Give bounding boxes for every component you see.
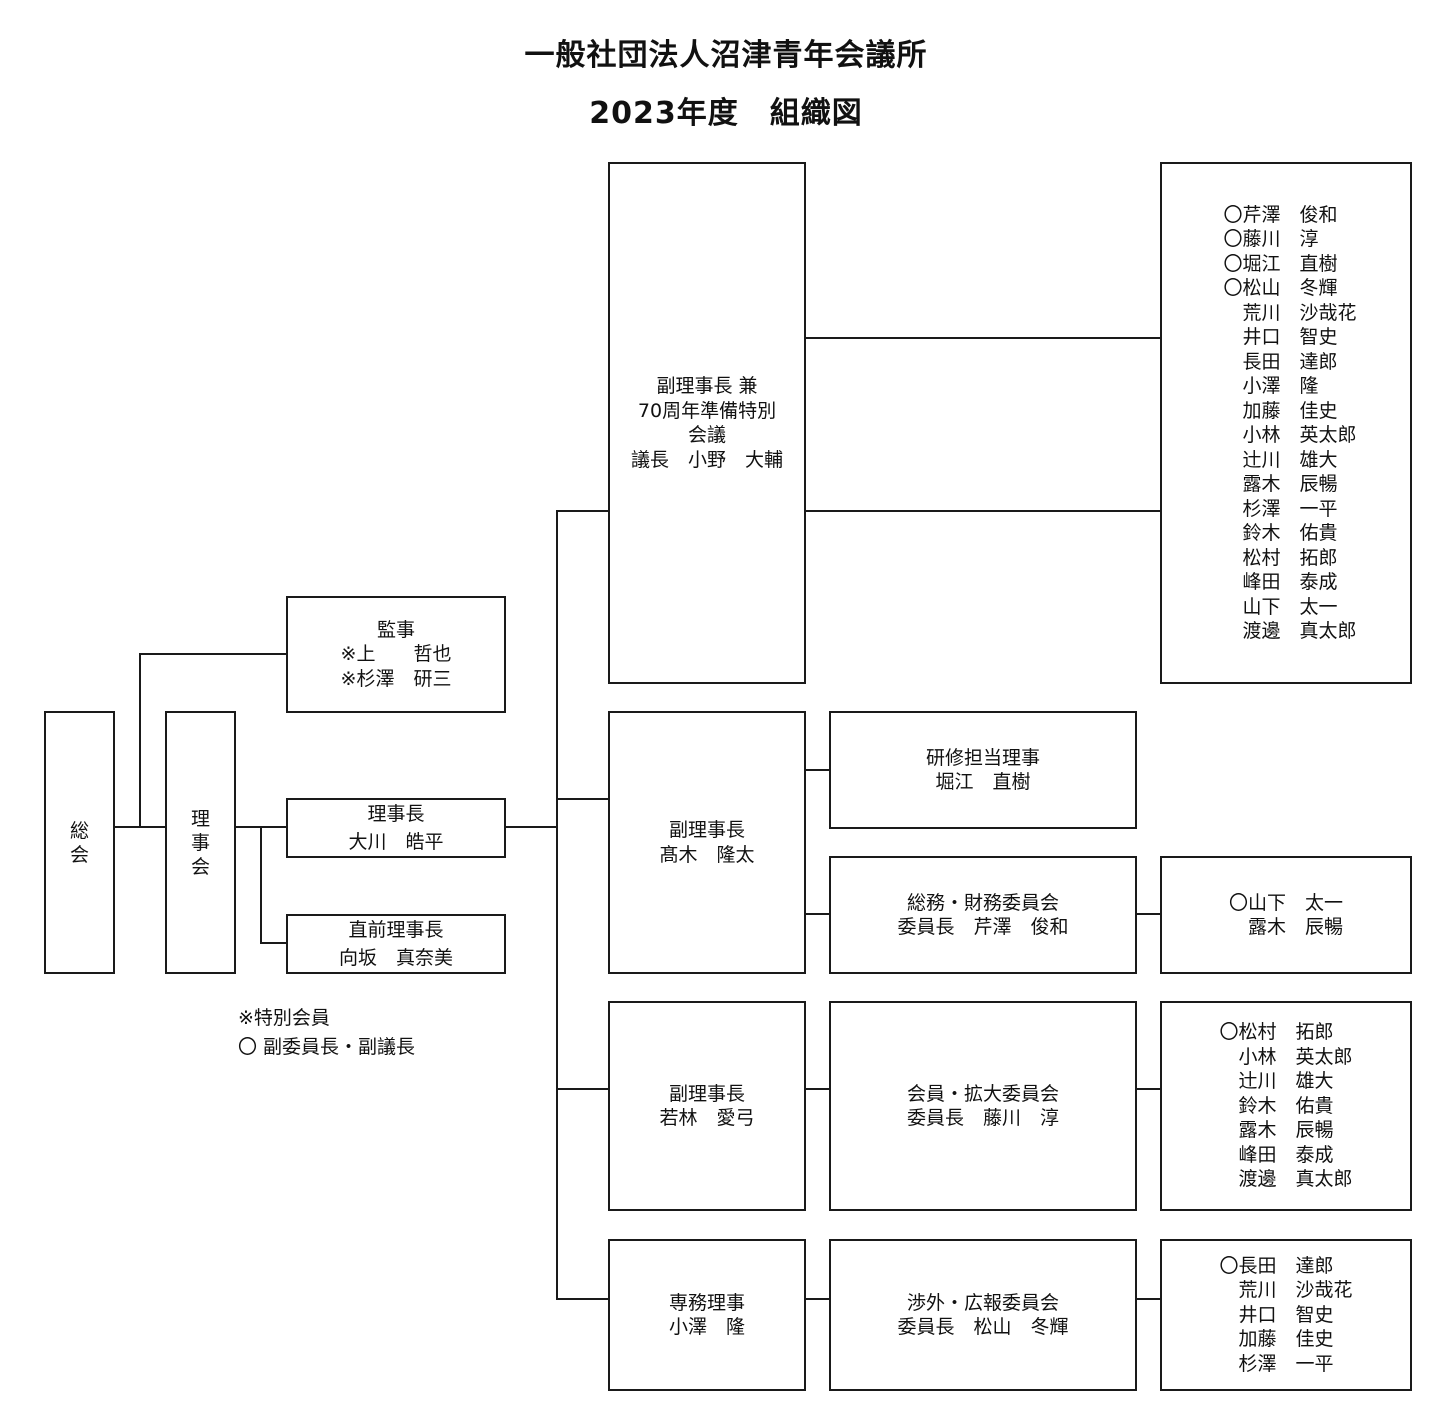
board-box: 理 事 会 [165,711,236,974]
general-affairs-members-box: 〇山下 太一 露木 辰暢 [1160,856,1412,974]
member: 〇芹澤 俊和 [1223,203,1338,226]
connector-line [1135,1298,1162,1300]
member: 小林 英太郎 [1219,1045,1353,1068]
connector-line [504,826,556,828]
general-assembly-box: 総 会 [44,711,115,974]
member: 〇松村 拓郎 [1219,1021,1334,1044]
membership-committee-box: 会員・拡大委員会 委員長 藤川 淳 [829,1001,1137,1211]
member: 山下 太一 [1223,595,1338,618]
auditor-box: 監事 ※上 哲也 ※杉澤 研三 [286,596,506,713]
connector-line [556,1298,609,1300]
member: 露木 辰暢 [1219,1119,1334,1142]
member: 露木 辰暢 [1228,916,1343,938]
connector-line [139,653,141,828]
member: 峰田 泰成 [1219,1143,1334,1166]
member: 小林 英太郎 [1223,424,1357,446]
connector-line [804,769,831,771]
member: 辻川 雄大 [1219,1070,1334,1093]
member: 渡邊 真太郎 [1219,1168,1353,1191]
vp-ono-box: 副理事長 兼 70周年準備特別 会議 議長 小野 大輔 [608,162,806,684]
past-president-title: 直前理事長 [348,919,444,941]
member: 加藤 佳史 [1219,1328,1334,1351]
connector-line [1135,1088,1162,1090]
connector-line [804,510,1162,512]
member: 鈴木 佑貴 [1219,1094,1334,1117]
member: 長田 達郎 [1223,350,1338,373]
member: 松村 拓郎 [1223,546,1338,569]
connector-line [556,798,609,800]
auditor-title: 監事 [376,618,415,641]
member: 〇藤川 淳 [1223,228,1319,250]
member: 加藤 佳史 [1223,399,1338,422]
president-name: 大川 皓平 [348,831,444,853]
member: 鈴木 佑貴 [1223,522,1338,544]
note-special-member: ※特別会員 [238,1007,330,1029]
member: 小澤 隆 [1223,375,1319,397]
member: 峰田 泰成 [1223,571,1338,593]
training-director-box: 研修担当理事 堀江 直樹 [829,711,1137,829]
membership-members-box: 〇松村 拓郎 小林 英太郎 辻川 雄大 鈴木 佑貴 露木 辰暢 峰田 泰成 渡邊… [1160,1001,1412,1211]
connector-line [1135,913,1162,915]
member: 辻川 雄大 [1223,448,1338,471]
member: 〇堀江 直樹 [1223,252,1338,275]
member: 杉澤 一平 [1219,1352,1334,1375]
member: 井口 智史 [1223,326,1338,348]
connector-line [804,1088,831,1090]
connector-line [804,337,1162,339]
general-affairs-committee-box: 総務・財務委員会 委員長 芹澤 俊和 [829,856,1137,974]
connector-line [260,826,262,944]
past-president-name: 向坂 真奈美 [338,947,453,969]
page-subtitle: 2023年度 組織図 [589,96,863,131]
pr-committee-box: 渉外・広報委員会 委員長 松山 冬輝 [829,1239,1137,1391]
vp-wakabayashi-box: 副理事長 若林 愛弓 [608,1001,806,1211]
note-vice-chair: 〇 副委員長・副議長 [238,1036,416,1058]
past-president-box: 直前理事長 向坂 真奈美 [286,914,506,974]
member: 〇山下 太一 [1228,891,1343,914]
president-title: 理事長 [367,803,425,825]
member: 杉澤 一平 [1223,497,1338,520]
connector-line [804,913,831,915]
70th-members-box: 〇芹澤 俊和 〇藤川 淳 〇堀江 直樹 〇松山 冬輝 荒川 沙哉花 井口 智史 … [1160,162,1412,684]
president-box: 理事長 大川 皓平 [286,798,506,858]
connector-line [556,1088,609,1090]
connector-line [139,653,288,655]
page-title: 一般社団法人沼津青年会議所 [524,38,928,73]
executive-director-box: 専務理事 小澤 隆 [608,1239,806,1391]
legend-notes: ※特別会員 〇 副委員長・副議長 [238,1004,415,1062]
member: 井口 智史 [1219,1303,1334,1326]
member: 〇松山 冬輝 [1223,277,1338,299]
pr-members-box: 〇長田 達郎 荒川 沙哉花 井口 智史 加藤 佳史 杉澤 一平 [1160,1239,1412,1391]
connector-line [260,942,288,944]
member: 渡邊 真太郎 [1223,620,1357,642]
member: 露木 辰暢 [1223,473,1338,495]
connector-line [556,510,609,512]
member: 〇長田 達郎 [1219,1254,1334,1277]
member: 荒川 沙哉花 [1223,301,1357,324]
member: 荒川 沙哉花 [1219,1279,1353,1302]
connector-line [804,1298,831,1300]
connector-line [556,510,558,1300]
vp-takagi-box: 副理事長 髙木 隆太 [608,711,806,974]
